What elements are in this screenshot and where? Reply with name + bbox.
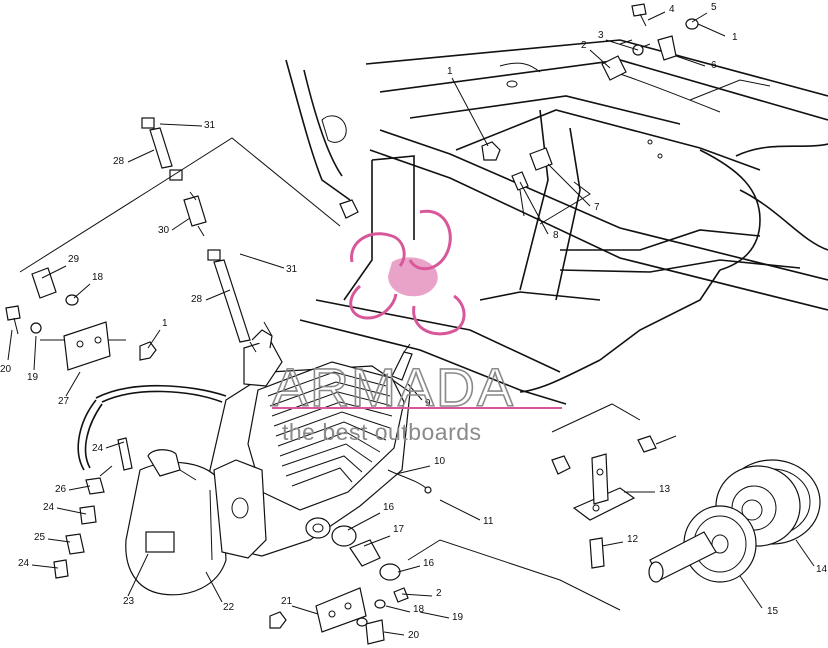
leader-line-c10 bbox=[395, 465, 431, 475]
part-callout-c1b: 1 bbox=[447, 66, 453, 77]
part-callout-c18a: 18 bbox=[92, 272, 104, 283]
part-callout-c16a: 16 bbox=[383, 502, 395, 513]
part-callout-c31a: 31 bbox=[204, 120, 216, 131]
part-callout-c13: 13 bbox=[659, 484, 671, 495]
leader-line-c1a bbox=[697, 23, 726, 37]
armada-logo: ARMADA the best outboards bbox=[271, 209, 562, 445]
leader-line-c24c bbox=[31, 564, 59, 569]
part-callout-c15: 15 bbox=[767, 606, 779, 617]
top-right-hardware bbox=[339, 3, 699, 225]
leader-line-c20b bbox=[383, 631, 405, 636]
leader-line-c9 bbox=[407, 383, 423, 401]
leader-line-c2a bbox=[589, 49, 611, 69]
leader-line-c19b bbox=[419, 611, 450, 619]
part-callout-c9: 9 bbox=[425, 398, 431, 409]
leader-line-c31b bbox=[239, 253, 285, 269]
leader-line-c22 bbox=[205, 571, 223, 603]
part-callout-c20b: 20 bbox=[408, 630, 420, 641]
part-callout-c14: 14 bbox=[816, 564, 828, 575]
leader-line-c28b bbox=[205, 289, 231, 301]
part-callout-c6: 6 bbox=[711, 60, 717, 71]
leader-line-c6 bbox=[675, 55, 706, 67]
leader-line-c1b bbox=[451, 77, 489, 147]
fuel-fittings bbox=[53, 477, 105, 579]
part-callout-c24a: 24 bbox=[92, 443, 104, 454]
leader-line-c29 bbox=[41, 265, 67, 279]
leader-line-c30 bbox=[171, 217, 191, 231]
part-callout-c22: 22 bbox=[223, 602, 235, 613]
part-callout-c21: 21 bbox=[281, 596, 293, 607]
leader-line-c5 bbox=[691, 12, 708, 23]
leader-line-c7 bbox=[547, 163, 591, 207]
part-callout-c18b: 18 bbox=[413, 604, 425, 615]
leader-line-c15 bbox=[739, 575, 763, 609]
clutch-and-pulley bbox=[551, 403, 821, 583]
part-callout-c29: 29 bbox=[68, 254, 80, 265]
part-callout-c31b: 31 bbox=[286, 264, 298, 275]
part-callout-c3a: 3 bbox=[598, 30, 604, 41]
leader-line-c24a bbox=[105, 441, 125, 449]
leader-line-c12 bbox=[601, 541, 624, 547]
leader-line-c16b bbox=[397, 565, 421, 573]
part-callout-c30: 30 bbox=[158, 225, 170, 236]
leader-line-c17 bbox=[363, 535, 391, 547]
part-callout-c8: 8 bbox=[553, 230, 559, 241]
leader-line-c8 bbox=[519, 181, 549, 235]
part-callout-c1c: 1 bbox=[162, 318, 168, 329]
part-callout-c17: 17 bbox=[393, 524, 405, 535]
leader-line-c18b bbox=[385, 605, 411, 613]
leader-line-c27 bbox=[65, 371, 81, 397]
part-callout-c1a: 1 bbox=[732, 32, 738, 43]
left-mount-bracket bbox=[5, 267, 157, 371]
lower-hardware bbox=[269, 525, 621, 645]
fuel-lines bbox=[19, 117, 341, 477]
part-callout-c7: 7 bbox=[594, 202, 600, 213]
part-callout-c27: 27 bbox=[58, 396, 70, 407]
part-callout-c19b: 19 bbox=[452, 612, 464, 623]
part-callout-c16b: 16 bbox=[423, 558, 435, 569]
leader-line-c21 bbox=[291, 605, 319, 615]
frame-assembly bbox=[285, 39, 828, 405]
part-callout-c10: 10 bbox=[434, 456, 446, 467]
leader-line-c26 bbox=[68, 485, 91, 491]
logo-mark bbox=[349, 209, 466, 336]
part-callout-c23: 23 bbox=[123, 596, 135, 607]
part-callout-c5: 5 bbox=[711, 2, 717, 13]
part-callout-c28b: 28 bbox=[191, 294, 203, 305]
callout-leaders bbox=[7, 11, 815, 636]
leader-line-c31a bbox=[159, 123, 203, 127]
part-callout-c2b: 2 bbox=[436, 588, 442, 599]
leader-line-c16a bbox=[347, 512, 381, 531]
leader-line-c24b bbox=[56, 507, 87, 515]
leader-line-c3a bbox=[605, 39, 639, 51]
leader-line-c19a bbox=[33, 335, 37, 371]
leader-line-c23 bbox=[127, 553, 149, 597]
part-callout-c26: 26 bbox=[55, 484, 67, 495]
leader-line-c2b bbox=[401, 593, 433, 597]
leader-line-c25 bbox=[47, 538, 71, 543]
leader-line-c11 bbox=[439, 499, 481, 521]
engine-assembly bbox=[125, 329, 432, 596]
part-callout-c12: 12 bbox=[627, 534, 639, 545]
leader-line-c4 bbox=[647, 11, 666, 21]
part-callout-c4: 4 bbox=[669, 4, 675, 15]
part-callout-c19a: 19 bbox=[27, 372, 39, 383]
part-callout-c24b: 24 bbox=[43, 502, 55, 513]
leader-line-c18a bbox=[73, 283, 91, 299]
leader-line-c14 bbox=[795, 539, 815, 567]
leader-line-c28a bbox=[127, 149, 155, 163]
watermark-tagline: the best outboards bbox=[282, 419, 482, 445]
part-callout-c25: 25 bbox=[34, 532, 46, 543]
leader-line-c1c bbox=[147, 329, 161, 349]
part-callout-c28a: 28 bbox=[113, 156, 125, 167]
part-callout-c20a: 20 bbox=[0, 364, 12, 375]
part-callout-c11: 11 bbox=[483, 516, 494, 527]
part-callout-c24c: 24 bbox=[18, 558, 30, 569]
part-callout-c2a: 2 bbox=[581, 40, 587, 51]
leader-line-c20a bbox=[7, 329, 13, 361]
